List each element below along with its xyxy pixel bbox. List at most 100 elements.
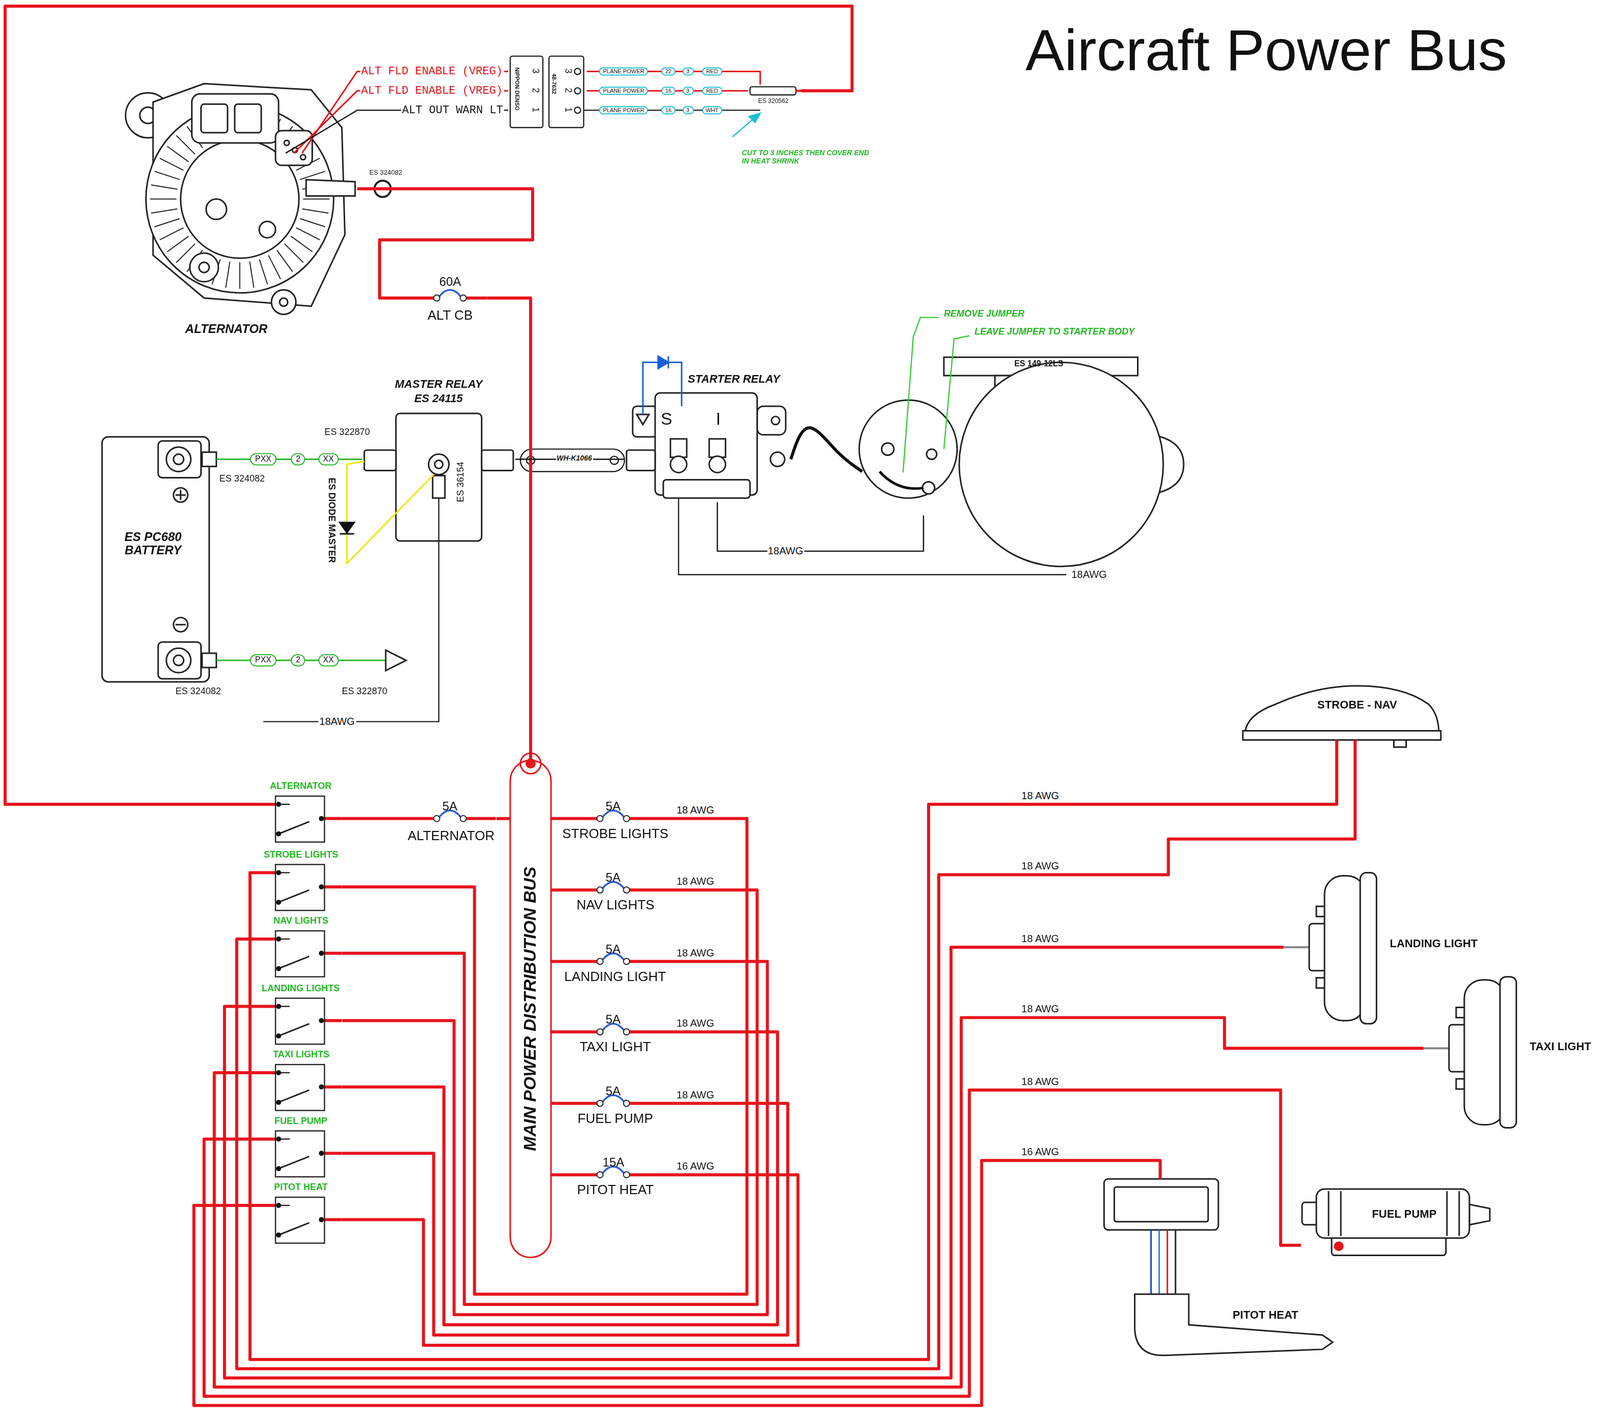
wire-connector-label: ES 320562 — [758, 97, 789, 105]
callout-arrow — [748, 113, 761, 123]
fuse-label: 5A — [605, 871, 621, 885]
alternator-fins — [277, 249, 293, 272]
landing-light-drawing — [1283, 872, 1377, 1024]
fuse-symbol — [433, 815, 440, 822]
switch-symbol — [275, 998, 325, 1045]
wire — [194, 1160, 1161, 1405]
wire-label: ALT FLD ENABLE (VREG) — [360, 84, 504, 97]
alternator-label: ALTERNATOR — [185, 322, 268, 336]
wire-label: ALT FLD ENABLE (VREG) — [360, 65, 504, 78]
fuse-symbol — [463, 816, 497, 820]
pitot-heat-drawing — [1104, 1178, 1333, 1356]
connector-plug-label: NIPPON DENSO — [514, 67, 521, 111]
pitot-heat-drawing — [1134, 1293, 1333, 1356]
switch-symbol — [276, 831, 282, 837]
wire — [341, 889, 757, 1304]
wire-marker: 3 — [682, 86, 694, 95]
fuse-symbol — [597, 1171, 604, 1178]
battery-drawing — [173, 655, 184, 666]
switch-symbol — [276, 1003, 282, 1009]
switch-symbol — [260, 930, 342, 977]
alternator-drawing — [259, 221, 276, 238]
fuel-pump: FUEL PUMP — [1300, 1181, 1482, 1260]
wire-gauge: 18AWG — [1071, 568, 1107, 580]
note: CUT TO 3 INCHES THEN COVER END IN HEAT S… — [741, 149, 870, 165]
switch-symbol — [260, 795, 342, 842]
wire-label: ALT OUT WARN LT — [401, 103, 504, 117]
fuse-symbol — [433, 295, 440, 302]
switch-symbol — [319, 1084, 325, 1090]
master-relay-drawing — [263, 413, 514, 722]
connector-plug-drawing — [749, 86, 796, 95]
wire-label: 16 AWG — [1020, 1145, 1060, 1157]
alternator-fins — [300, 218, 326, 227]
fuse-symbol — [556, 1101, 601, 1105]
wire-label: 18 AWG — [1020, 1075, 1060, 1087]
starter-relay-drawing — [626, 450, 656, 471]
fuse-symbol — [626, 1101, 674, 1105]
fuse-and-switch-symbols — [260, 289, 674, 1244]
switch-symbol — [319, 815, 325, 821]
fuse: 5AFUEL PUMP — [556, 1084, 674, 1128]
alternator: ALTERNATOR — [122, 153, 357, 343]
pin-number: 2 — [529, 87, 540, 93]
starter-relay-drawing — [663, 479, 750, 498]
switch-symbol — [275, 864, 325, 911]
alternator-fins — [259, 259, 268, 285]
pin-number: 1 — [562, 107, 573, 113]
pitot-heat-label: PITOT HEAT — [1232, 1308, 1299, 1321]
starter-relay-drawing — [709, 438, 726, 458]
callout-arrow — [732, 117, 756, 137]
connector-plug-label: 48-7632 — [551, 73, 558, 94]
strobe-nav-light: STROBE - NAV — [1243, 685, 1442, 741]
master-relay-drawing — [432, 475, 446, 498]
fuse-symbol — [597, 958, 604, 965]
switch-symbol — [278, 1155, 310, 1169]
fuel-pump-drawing — [1316, 1188, 1470, 1238]
fuse-symbol — [626, 816, 674, 820]
master-relay: MASTER RELAYES 24115 — [362, 377, 516, 541]
switch-symbol — [276, 899, 282, 905]
master-relay-label: MASTER RELAY — [394, 377, 483, 390]
starter-motor-drawing — [959, 362, 1164, 566]
wire — [341, 1031, 778, 1325]
switch-symbol — [275, 930, 325, 977]
alternator-fins — [296, 227, 320, 241]
connector-plug-drawing — [574, 87, 581, 94]
toggle-switch-label: LANDING LIGHTS — [261, 983, 340, 995]
fuse-symbol — [556, 1029, 601, 1034]
fuel-pump-drawing — [1458, 1190, 1461, 1236]
battery-drawing — [385, 649, 407, 671]
circuit-breaker-label: 60A — [439, 275, 462, 289]
switch-symbol — [276, 1202, 282, 1208]
wire — [341, 816, 407, 820]
toggle-switch: PITOT HEAT — [260, 1182, 342, 1246]
wire — [203, 1089, 1301, 1397]
fuse-symbol — [597, 815, 604, 822]
fuse-label: 5A — [605, 800, 621, 814]
battery-drawing — [166, 647, 192, 673]
note: REMOVE JUMPER — [943, 309, 1025, 320]
diode — [642, 355, 682, 415]
wire — [216, 458, 363, 460]
taxi-light-drawing — [1464, 979, 1506, 1125]
starter-relay-drawing — [756, 406, 786, 435]
switch-symbol — [278, 1089, 310, 1103]
fuse-symbol — [556, 888, 601, 892]
pin-number: 3 — [562, 68, 573, 74]
battery-drawing — [101, 436, 407, 682]
toggle-switch-label: STROBE LIGHTS — [263, 850, 339, 861]
pitot-heat-drawing — [1166, 1229, 1169, 1295]
alternator-fins — [159, 227, 184, 241]
battery-drawing — [201, 452, 217, 467]
switch-symbol — [260, 1064, 342, 1111]
wire-label: 16 AWG — [675, 1160, 715, 1172]
wire — [551, 816, 557, 820]
switch-symbol — [319, 1150, 325, 1156]
strobe-nav-drawing — [1243, 730, 1442, 741]
fuse: 5ALANDING LIGHT — [556, 942, 674, 986]
leader-line — [902, 317, 970, 473]
switch-symbol — [276, 936, 282, 942]
pitot-heat-drawing — [1158, 1229, 1161, 1295]
part-number: ES 322870 — [341, 686, 388, 698]
